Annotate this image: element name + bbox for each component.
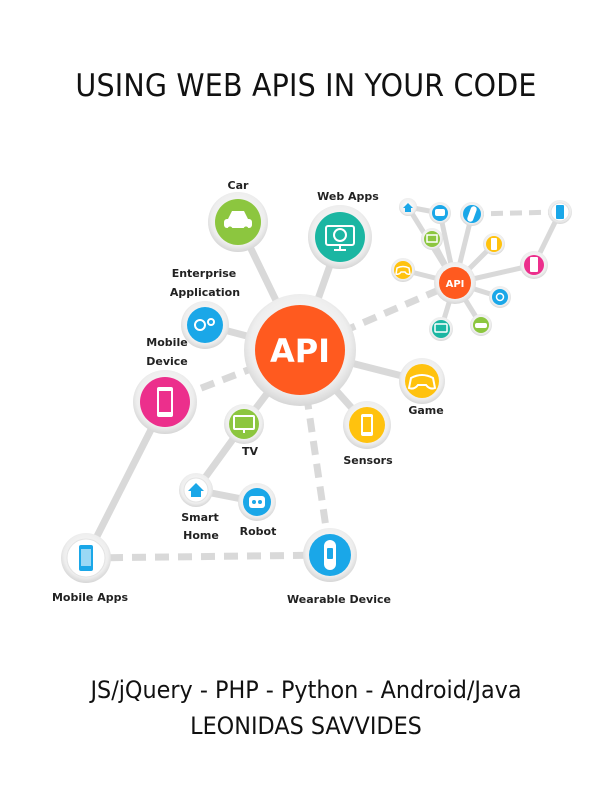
smart-home-label-line1: Smart: [181, 511, 219, 524]
phone-apps-icon: [79, 545, 93, 571]
monitor-globe-icon: [325, 225, 355, 251]
api-hub: API: [244, 294, 356, 406]
mini-home-node: [399, 198, 417, 216]
robot-icon: [249, 496, 265, 508]
mini-tv-node: [421, 228, 443, 250]
mini-sensor-node: [483, 233, 505, 255]
mini-web-node: [429, 317, 453, 341]
smartwatch-icon: [324, 540, 336, 570]
mini-car-node: [470, 314, 492, 336]
tv-icon: [233, 415, 255, 433]
mini-game-node: [391, 258, 415, 282]
mobile-device-label-line2: Device: [146, 355, 188, 368]
smart-home-node: [179, 473, 213, 507]
gamepad-icon: [407, 374, 437, 390]
mini-game-icon: [395, 265, 411, 275]
tv-node: [224, 404, 264, 444]
mini-car-icon: [475, 323, 487, 328]
robot-label: Robot: [240, 525, 277, 538]
mobile-apps-node: [61, 533, 111, 583]
mini-gears-node: [489, 286, 511, 308]
mini-phone-top-node: [548, 200, 572, 224]
smart-home-label-line2: Home: [183, 529, 219, 542]
mini-phone-pink-icon: [530, 257, 538, 272]
small-api-hub-label: API: [446, 279, 465, 290]
mini-tv-icon: [426, 234, 438, 243]
game-label: Game: [408, 404, 443, 417]
enterprise-label-line2: Application: [170, 286, 240, 299]
sensors-label: Sensors: [343, 454, 393, 467]
robot-node: [238, 483, 276, 521]
car-node: [208, 192, 268, 252]
mobile-device-node: [133, 370, 197, 434]
book-subtitle: JS/jQuery - PHP - Python - Android/Java: [90, 676, 522, 704]
game-node: [399, 358, 445, 404]
enterprise-label-line1: Enterprise: [172, 267, 237, 280]
wearable-device-node: [303, 528, 357, 582]
web-apps-node: [308, 205, 372, 269]
sensor-phone-icon: [361, 414, 373, 436]
smartphone-icon: [157, 387, 173, 417]
home-icon: [188, 483, 204, 497]
sensors-node: [343, 401, 391, 449]
car-icon: [224, 211, 252, 232]
mini-sensor-icon: [491, 238, 497, 250]
mobile-apps-label: Mobile Apps: [52, 591, 128, 604]
mini-watch-icon: [467, 206, 477, 222]
car-label: Car: [228, 179, 249, 192]
book-author: LEONIDAS SAVVIDES: [190, 712, 422, 740]
enterprise-node: [181, 301, 229, 349]
mini-robot-icon: [435, 209, 445, 216]
book-title: USING WEB APIS IN YOUR CODE: [75, 68, 537, 104]
api-hub-label: API: [270, 332, 330, 370]
mini-monitor-icon: [434, 323, 448, 333]
wearable-device-label: Wearable Device: [287, 593, 391, 606]
mini-gears-icon: [495, 292, 505, 302]
tv-label: TV: [242, 445, 259, 458]
small-api-hub: API: [434, 262, 476, 304]
gears-icon: [194, 318, 215, 331]
mobile-device-label-line1: Mobile: [146, 336, 187, 349]
mini-robot-node: [429, 202, 451, 224]
mini-home-icon: [403, 203, 413, 212]
web-apps-label: Web Apps: [317, 190, 379, 203]
mini-phone-pink-node: [520, 251, 548, 279]
mini-watch-node: [460, 202, 484, 226]
mini-phone-top-icon: [556, 205, 564, 219]
